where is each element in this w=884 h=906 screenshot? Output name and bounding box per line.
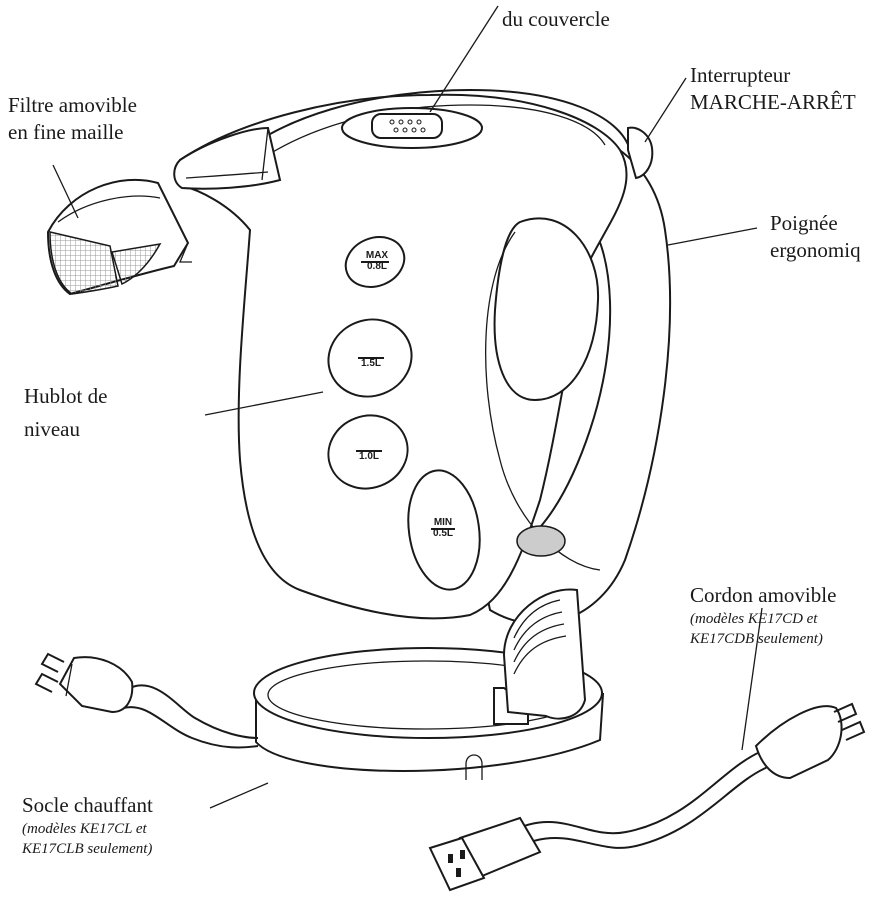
label-detachable-cord-note: (modèles KE17CD et KE17CDB seulement) xyxy=(690,609,836,649)
label-heating-base-title: Socle chauffant xyxy=(22,793,153,817)
label-mesh-filter: Filtre amovible en fine maille xyxy=(8,92,137,146)
label-heating-base-note2: KE17CLB seulement) xyxy=(22,841,153,857)
level-mark-min-word: MIN xyxy=(433,517,453,528)
label-mesh-filter-line1: Filtre amovible xyxy=(8,93,137,117)
label-handle-line2: ergonomiq xyxy=(770,238,861,262)
label-detachable-cord-title: Cordon amovible xyxy=(690,583,837,607)
label-handle: Poignée ergonomiq xyxy=(770,210,861,264)
level-mark-min-volume: 0.5L xyxy=(432,528,453,539)
label-water-window-line1: Hublot de xyxy=(24,384,108,408)
label-heating-base-note: (modèles KE17CL et KE17CLB seulement) xyxy=(22,819,153,859)
level-mark-max-volume: 0.8L xyxy=(366,261,387,272)
base-power-cord xyxy=(34,652,259,749)
label-detachable-cord-note1: (modèles KE17CD et xyxy=(690,611,818,627)
power-indicator-light xyxy=(516,525,566,557)
level-mark-low: 1.0L xyxy=(358,451,379,462)
lid-release-dots xyxy=(389,119,426,133)
label-on-off-switch-line1: Interrupteur xyxy=(690,63,791,87)
label-detachable-cord: Cordon amovible (modèles KE17CD et KE17C… xyxy=(690,582,836,649)
leader-lines xyxy=(52,5,763,809)
label-water-window: Hublot de niveau xyxy=(24,380,107,446)
label-handle-line1: Poignée xyxy=(770,211,838,235)
detachable-power-cord xyxy=(428,702,866,892)
label-water-window-line2: niveau xyxy=(24,417,80,441)
label-lid-release: du couvercle xyxy=(502,6,610,33)
label-mesh-filter-line2: en fine maille xyxy=(8,120,124,144)
label-detachable-cord-note2: KE17CDB seulement) xyxy=(690,631,823,647)
label-on-off-switch: Interrupteur MARCHE-ARRÊT xyxy=(690,62,856,116)
label-on-off-switch-line2: MARCHE-ARRÊT xyxy=(690,90,856,114)
label-lid-release-line1: du couvercle xyxy=(502,7,610,31)
label-heating-base-note1: (modèles KE17CL et xyxy=(22,821,147,837)
level-mark-min: MIN 0.5L xyxy=(425,517,461,539)
wall-plug xyxy=(754,705,843,780)
label-heating-base: Socle chauffant (modèles KE17CL et KE17C… xyxy=(22,792,153,859)
level-mark-max: MAX 0.8L xyxy=(359,250,395,272)
level-mark-high: 1.5L xyxy=(360,358,381,369)
handle-opening xyxy=(493,217,600,402)
lid-release-button xyxy=(371,113,443,139)
level-mark-max-word: MAX xyxy=(365,250,389,261)
mesh-filter xyxy=(46,178,192,296)
kettle-body xyxy=(173,88,672,625)
heating-base xyxy=(253,588,605,780)
